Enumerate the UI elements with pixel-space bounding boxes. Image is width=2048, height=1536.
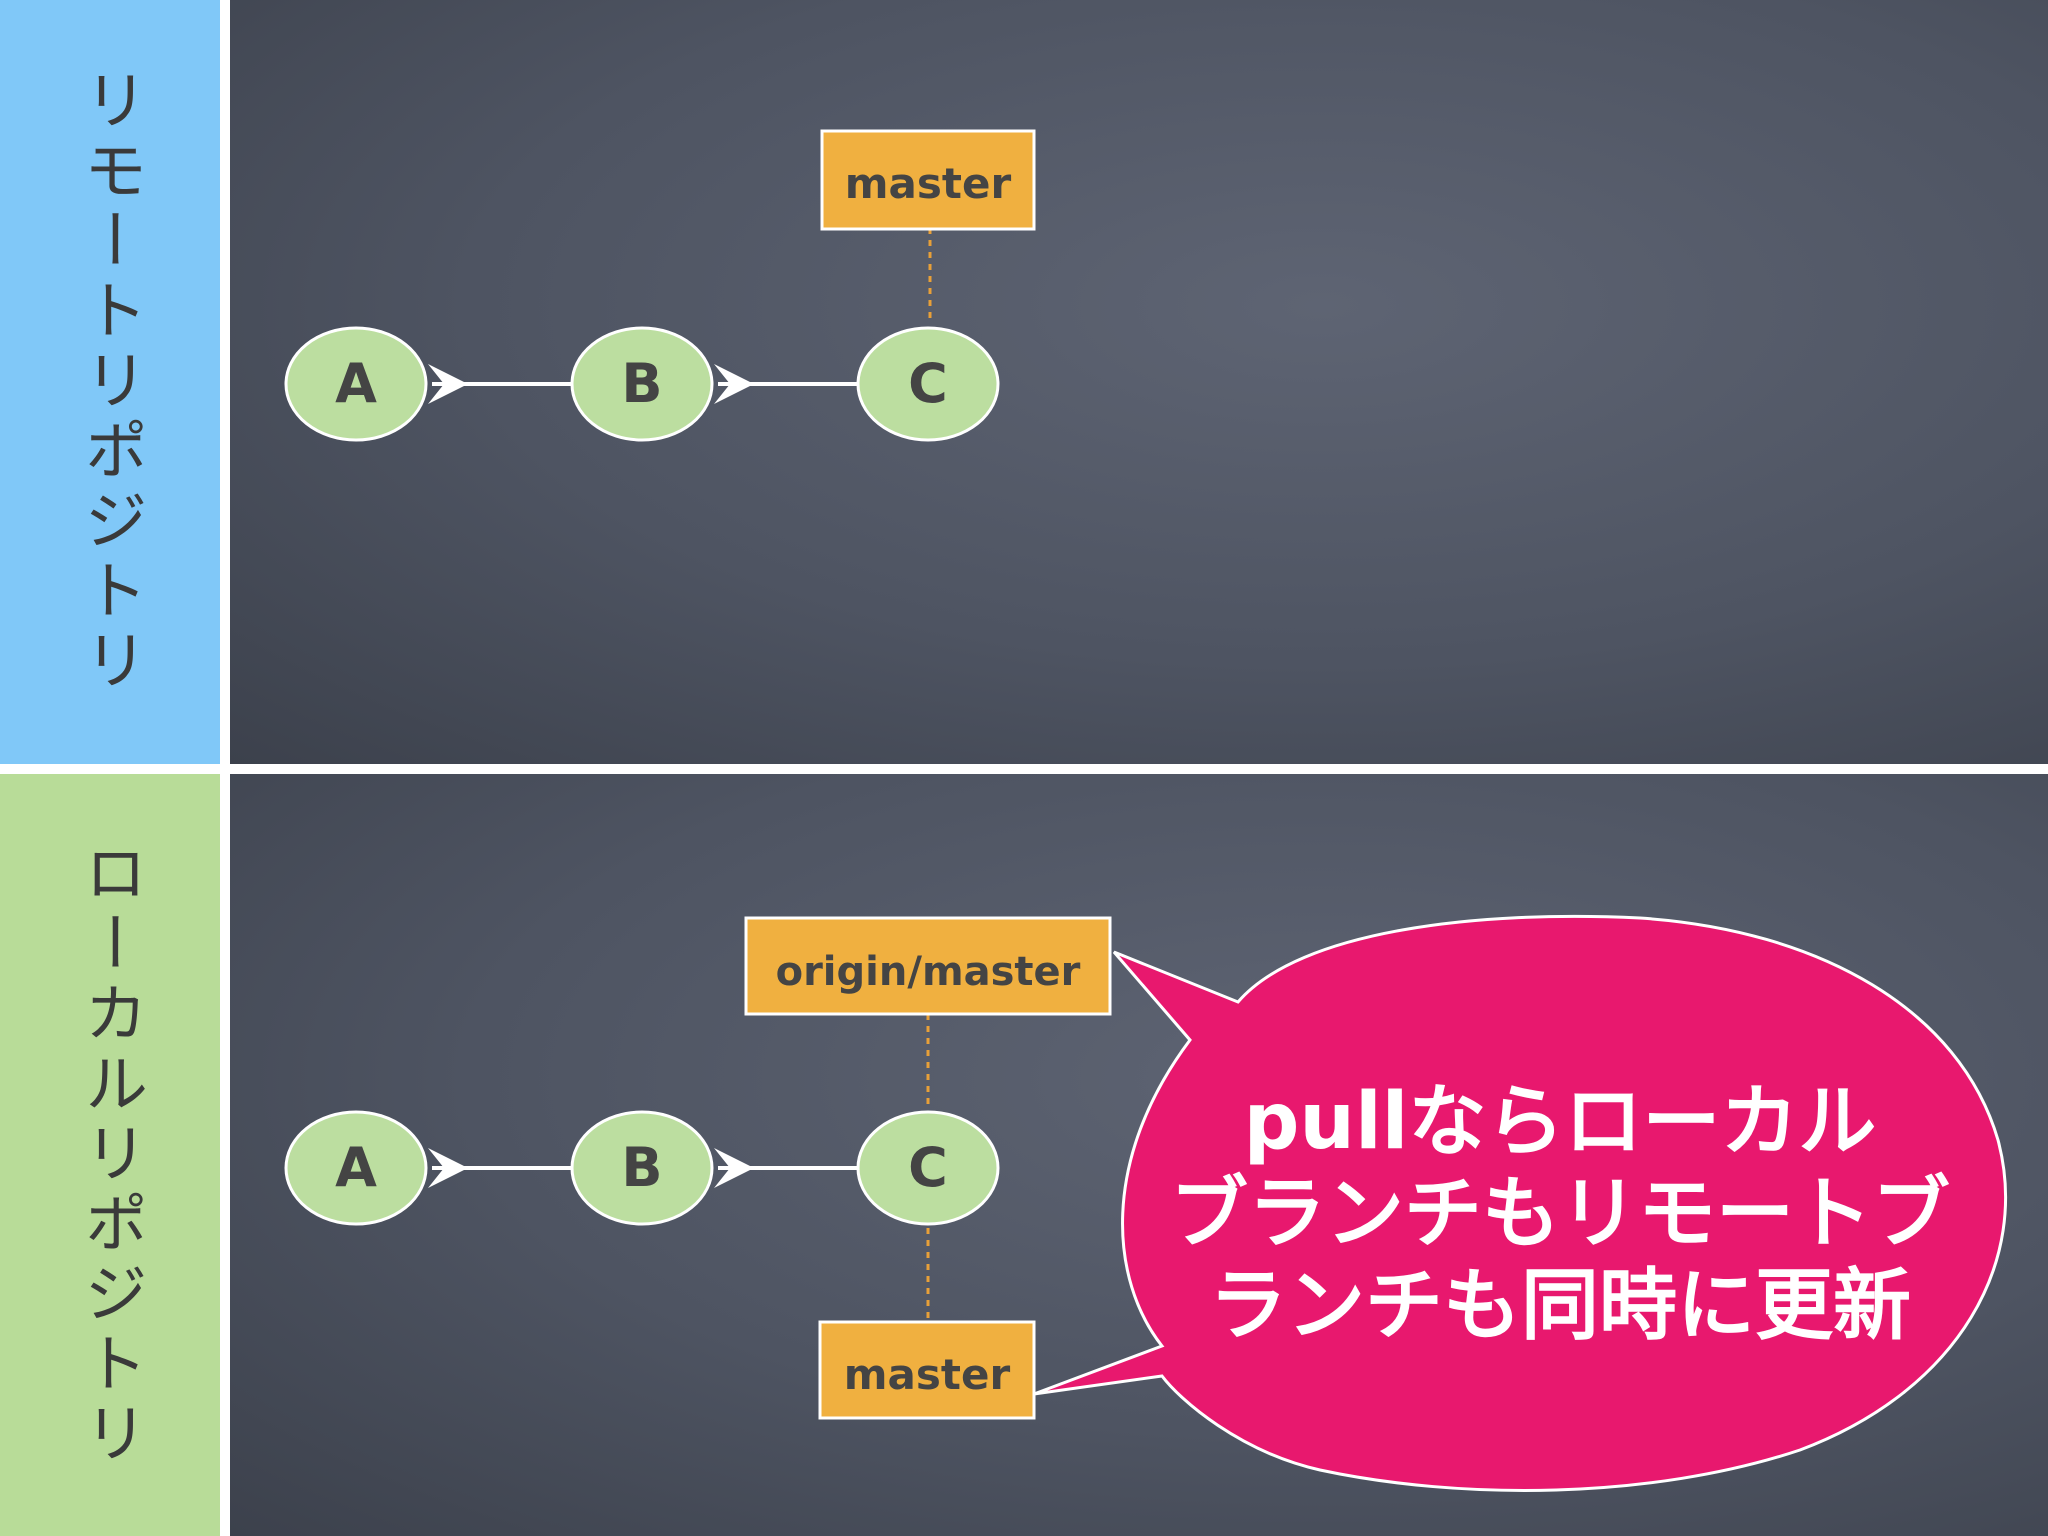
local-origin-master-tag: origin/master xyxy=(744,916,1112,1016)
remote-commit-b: B xyxy=(570,326,714,442)
local-origin-master-tag-label: origin/master xyxy=(776,949,1081,995)
remote-commit-a: A xyxy=(284,326,428,442)
callout-bubble: pullならローカル ブランチもリモートブ ランチも同時に更新 xyxy=(1033,914,2007,1492)
local-commit-a: A xyxy=(284,1110,428,1226)
remote-commit-c-label: C xyxy=(908,352,948,415)
callout-line-2: ブランチもリモートブ xyxy=(1170,1169,1950,1259)
remote-sidebar-label: リモートリポジトリ xyxy=(73,67,147,697)
local-commit-b: B xyxy=(570,1110,714,1226)
local-commit-b-label: B xyxy=(621,1136,662,1199)
remote-commit-c: C xyxy=(856,326,1000,442)
remote-commit-b-label: B xyxy=(621,352,662,415)
remote-sidebar: リモートリポジトリ xyxy=(0,0,220,764)
local-master-tag-label: master xyxy=(844,1350,1011,1399)
local-sidebar-label: ローカルリポジトリ xyxy=(73,840,147,1470)
local-commit-c: C xyxy=(856,1110,1000,1226)
local-commit-c-label: C xyxy=(908,1136,948,1199)
callout-line-3: ランチも同時に更新 xyxy=(1209,1261,1911,1351)
local-sidebar: ローカルリポジトリ xyxy=(0,774,220,1536)
remote-commit-a-label: A xyxy=(335,352,377,415)
local-master-tag: master xyxy=(818,1320,1036,1420)
remote-graph: A B C master xyxy=(284,129,1036,442)
remote-master-tag-label: master xyxy=(845,159,1012,208)
local-graph: A B C origin/master master xyxy=(284,916,1112,1420)
callout-bubble-shape xyxy=(1033,914,2007,1492)
remote-master-tag: master xyxy=(820,129,1036,231)
local-commit-a-label: A xyxy=(335,1136,377,1199)
callout-line-1: pullならローカル xyxy=(1244,1077,1877,1167)
